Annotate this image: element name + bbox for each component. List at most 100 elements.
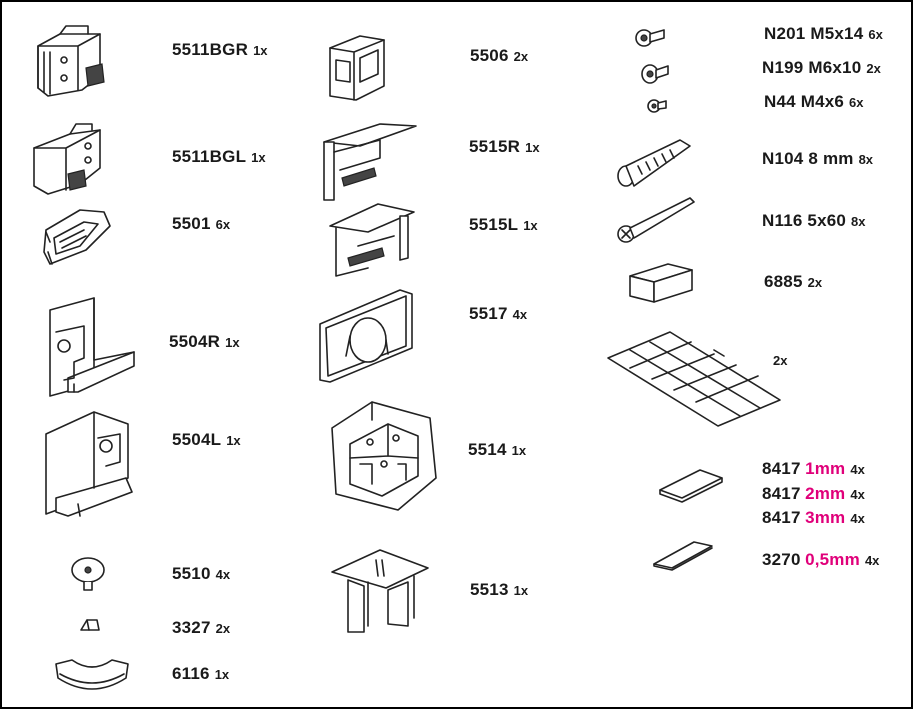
part-qty: 8x — [858, 152, 874, 167]
thin-shim-icon — [653, 541, 713, 571]
part-3327: 3327 2x — [172, 618, 230, 638]
curve-cover-icon — [55, 659, 129, 690]
part-n201: N201 M5x14 6x — [764, 24, 883, 44]
part-qty: 6x — [868, 27, 883, 42]
knob-icon — [71, 557, 105, 591]
part-qty: 2x — [513, 49, 529, 64]
part-8417-3mm: 8417 3mm 4x — [762, 508, 865, 528]
part-qty: 2x — [807, 275, 823, 290]
part-6885: 6885 2x — [764, 272, 822, 292]
part-qty: 4x — [850, 511, 865, 526]
part-5513: 5513 1x — [470, 580, 528, 600]
block-icon — [629, 263, 693, 303]
part-code: 8417 — [762, 508, 801, 527]
part-5517: 5517 4x — [469, 304, 527, 324]
part-code: 8417 — [762, 459, 801, 478]
part-5504l: 5504L 1x — [172, 430, 241, 450]
part-code: 5504L — [172, 430, 222, 449]
part-qty: 1x — [523, 218, 538, 233]
end-cap-l-icon — [329, 203, 415, 277]
part-code: 5517 — [469, 304, 508, 323]
part-5515r: 5515R 1x — [469, 137, 540, 157]
part-5504r: 5504R 1x — [169, 332, 240, 352]
part-qty: 1x — [513, 583, 529, 598]
outer-corner-icon — [331, 401, 437, 511]
part-code: 3270 — [762, 550, 801, 569]
part-qty: 6x — [215, 217, 231, 232]
part-qty: 6x — [849, 95, 864, 110]
screw-m5-icon — [635, 29, 665, 47]
part-qty: 1x — [525, 140, 540, 155]
inner-corner-icon — [331, 549, 429, 633]
part-5511bgr: 5511BGR 1x — [172, 40, 268, 60]
part-n199: N199 M6x10 2x — [762, 58, 881, 78]
part-code: 5510 — [172, 564, 211, 583]
part-5511bgl: 5511BGL 1x — [172, 147, 266, 167]
part-code: 3327 — [172, 618, 211, 637]
bracket-clip-r-icon — [37, 25, 105, 97]
part-code: N104 8 mm — [762, 149, 854, 168]
part-size: 3mm — [805, 508, 846, 527]
part-qty: 4x — [850, 462, 865, 477]
part-code: N201 M5x14 — [764, 24, 864, 43]
part-code: 5513 — [470, 580, 509, 599]
part-3270: 3270 0,5mm 4x — [762, 550, 879, 570]
part-qty: 1x — [226, 433, 241, 448]
part-qty: 8x — [851, 214, 866, 229]
part-5506: 5506 2x — [470, 46, 528, 66]
part-size: 2mm — [805, 484, 846, 503]
end-cap-r-icon — [323, 123, 417, 201]
part-5514: 5514 1x — [468, 440, 526, 460]
clip-icon — [43, 209, 111, 265]
part-code: N199 M6x10 — [762, 58, 862, 77]
part-5510: 5510 4x — [172, 564, 230, 584]
round-plate-icon — [319, 289, 413, 383]
part-qty: 2x — [773, 353, 788, 368]
part-qty: 1x — [251, 150, 266, 165]
part-qty: 1x — [214, 667, 230, 682]
part-code: 6116 — [172, 664, 210, 683]
shim-icon — [659, 469, 723, 503]
part-code: 5515L — [469, 215, 519, 234]
part-code: 5501 — [172, 214, 211, 233]
wood-screw-icon — [617, 197, 695, 243]
part-code: 5511BGL — [172, 147, 247, 166]
part-qty: 1x — [511, 443, 527, 458]
part-code: 5504R — [169, 332, 221, 351]
part-tile-sheet: 2x — [768, 350, 787, 370]
part-qty: 2x — [215, 621, 231, 636]
part-code: 5514 — [468, 440, 507, 459]
part-code: 5506 — [470, 46, 509, 65]
connector-icon — [329, 35, 385, 101]
part-5515l: 5515L 1x — [469, 215, 538, 235]
tile-sheet-icon — [607, 331, 781, 427]
part-qty: 2x — [866, 61, 881, 76]
end-plate-l-icon — [45, 411, 133, 517]
part-n104: N104 8 mm 8x — [762, 149, 873, 169]
part-code: 5515R — [469, 137, 521, 156]
part-8417-1mm: 8417 1mm 4x — [762, 459, 865, 479]
part-qty: 4x — [850, 487, 865, 502]
part-5501: 5501 6x — [172, 214, 230, 234]
part-code: N116 5x60 — [762, 211, 847, 230]
part-size: 0,5mm — [805, 550, 860, 569]
part-code: 5511BGR — [172, 40, 249, 59]
end-plate-r-icon — [49, 297, 135, 397]
screw-m6-icon — [641, 64, 669, 84]
bracket-clip-l-icon — [33, 123, 101, 195]
part-6116: 6116 1x — [172, 664, 229, 684]
part-size: 1mm — [805, 459, 846, 478]
part-qty: 4x — [215, 567, 231, 582]
part-qty: 4x — [864, 553, 880, 568]
part-n116: N116 5x60 8x — [762, 211, 866, 231]
part-qty: 4x — [512, 307, 528, 322]
part-n44: N44 M4x6 6x — [764, 92, 864, 112]
part-code: 6885 — [764, 272, 803, 291]
part-qty: 1x — [225, 335, 240, 350]
part-code: N44 M4x6 — [764, 92, 845, 111]
screw-m4-icon — [647, 99, 667, 113]
part-qty: 1x — [253, 43, 268, 58]
wall-plug-icon — [617, 139, 691, 187]
